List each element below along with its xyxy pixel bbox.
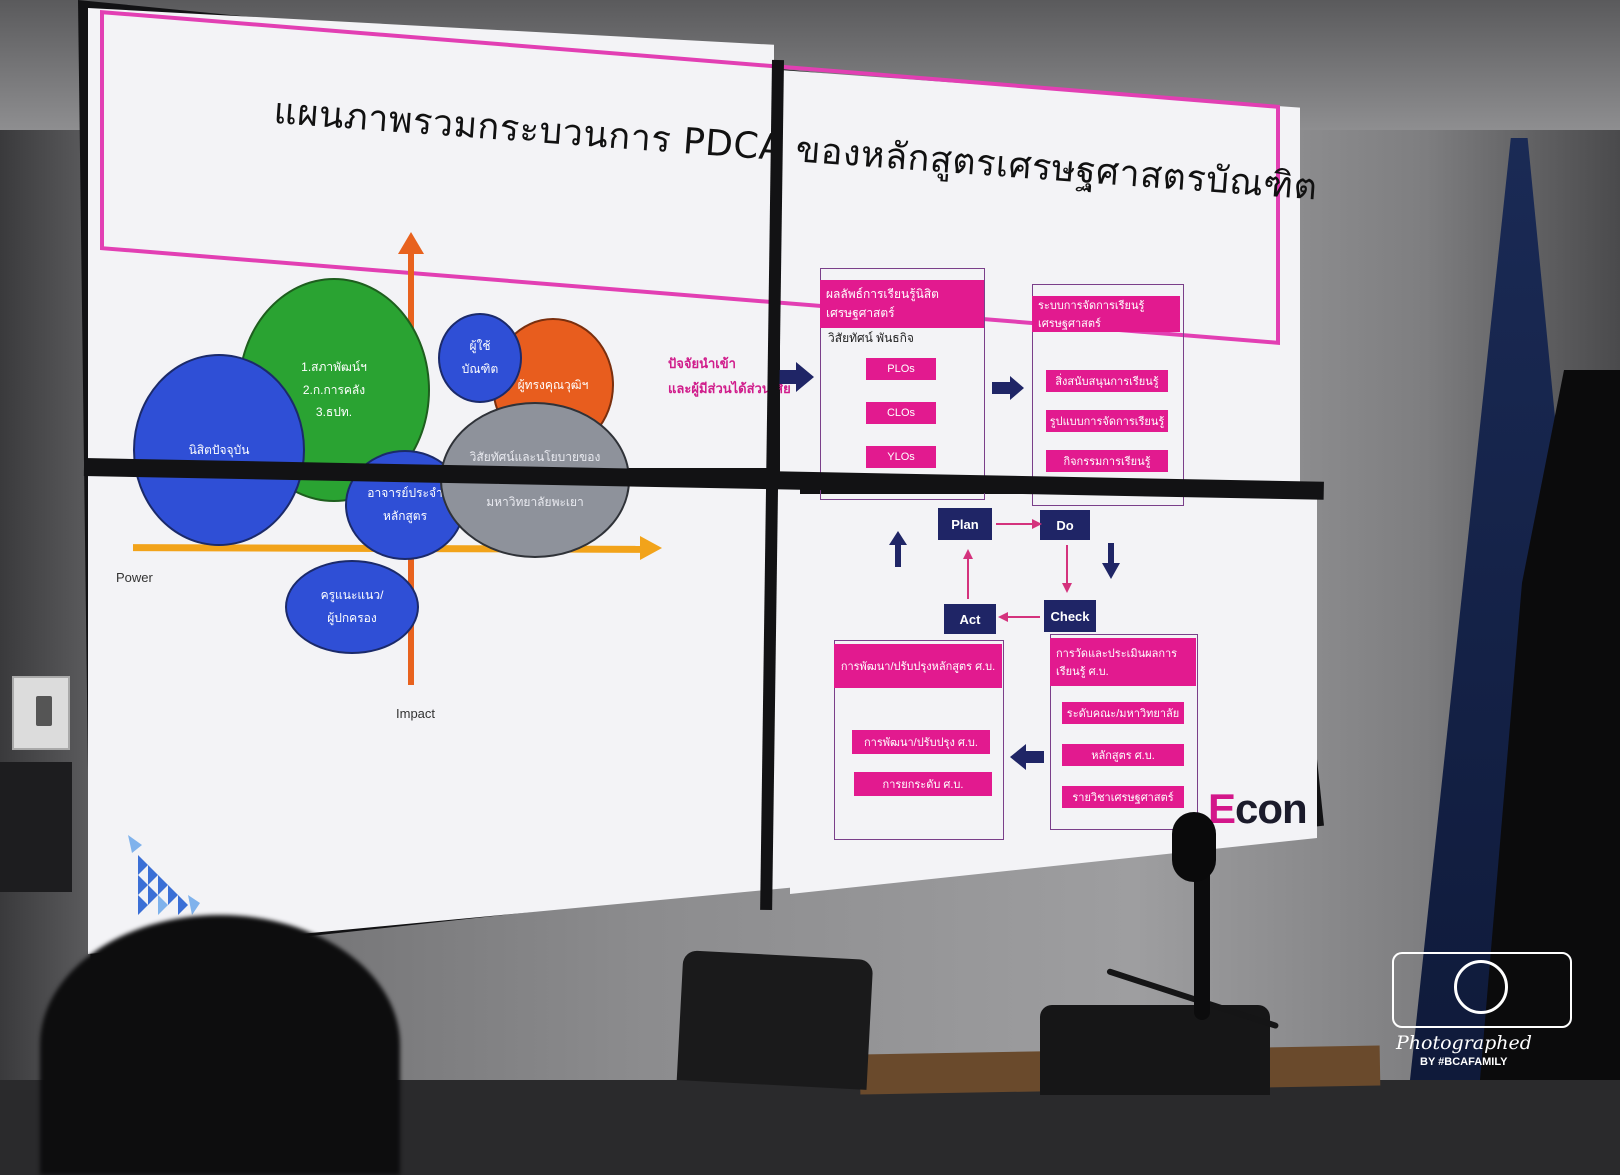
assess-box (1050, 634, 1198, 830)
do-to-check-arrow-icon (1062, 583, 1072, 593)
assess-header: การวัดและประเมินผลการเรียนรู้ ศ.บ. (1050, 638, 1196, 686)
learning-box (1032, 284, 1184, 506)
check-to-act-arrow-icon (998, 612, 1008, 622)
outcomes-subheader: วิสัยทัศน์ พันธกิจ (828, 331, 914, 345)
improve-header: การพัฒนา/ปรับปรุงหลักสูตร ศ.บ. (834, 644, 1002, 688)
panel-bottom-left (88, 474, 800, 954)
cycle-check: Check (1044, 600, 1096, 632)
wall-switch (12, 676, 70, 750)
chip-improve: การพัฒนา/ปรับปรุง ศ.บ. (852, 730, 990, 754)
impact-axis-label: Impact (396, 706, 436, 721)
outcomes-header: ผลลัพธ์การเรียนรู้นิสิตเศรษฐศาสตร์ (820, 280, 984, 328)
chip-clos: CLOs (866, 402, 936, 424)
microphone-head (1172, 812, 1216, 882)
input-arrow-icon (772, 362, 814, 392)
cycle-do: Do (1040, 510, 1090, 540)
plan-to-do-arrow-icon (1032, 519, 1042, 529)
chip-plos: PLOs (866, 358, 936, 380)
chip-faculty-level: ระดับคณะ/มหาวิทยาลัย (1062, 702, 1184, 724)
wall-box (0, 762, 72, 892)
down-arrow-icon (1102, 543, 1120, 579)
cycle-plan: Plan (938, 508, 992, 540)
input-label-1: ปัจจัยนำเข้า (668, 356, 736, 371)
switch-toggle (36, 696, 52, 726)
bubble-advisors-label-1: ครูแนะแนว/ (320, 588, 384, 603)
watermark-line2: BY #BCAFAMILY (1420, 1056, 1508, 1068)
video-wall: แผนภาพรวมกระบวนการ PDCA ของหลักสูตรเศรษฐ… (78, 0, 1324, 960)
chip-courses: รายวิชาเศรษฐศาสตร์ (1062, 786, 1184, 808)
bubble-ministries-2: 2.ก.การคลัง (302, 382, 366, 397)
bubble-faculty-label-2: หลักสูตร (382, 509, 428, 523)
input-label: ปัจจัยนำเข้า และผู้มีส่วนได้ส่วนเสีย (668, 352, 791, 401)
outcomes-box (820, 268, 985, 500)
assess-to-improve-arrow-icon (1010, 744, 1044, 770)
input-label-2: และผู้มีส่วนได้ส่วนเสีย (668, 380, 791, 396)
cycle-act: Act (944, 604, 996, 634)
bubble-users: ผู้ใช้ บัณฑิต (438, 313, 522, 403)
camera-icon (1392, 952, 1572, 1028)
bubble-students: นิสิตปัจจุบัน (133, 354, 305, 546)
bubble-faculty-label-1: อาจารย์ประจำ (367, 486, 443, 501)
econ-logo: Econ (1208, 785, 1308, 833)
panel-bottom-right (790, 494, 1317, 894)
chip-learning-support: สิ่งสนับสนุนการเรียนรู้ (1046, 370, 1168, 392)
bubble-vision-label-1: วิสัยทัศน์และนโยบายของ (469, 449, 601, 464)
outcomes-to-learning-arrow-icon (992, 376, 1024, 400)
impact-axis-arrowhead (398, 232, 424, 254)
chip-learning-activities: กิจกรรมการเรียนรู้ (1046, 450, 1168, 472)
learning-header: ระบบการจัดการเรียนรู้เศรษฐศาสตร์ (1032, 296, 1180, 332)
chip-upgrade: การยกระดับ ศ.บ. (854, 772, 992, 796)
bubble-advisors: ครูแนะแนว/ ผู้ปกครอง (285, 560, 419, 654)
bubble-users-label-2: บัณฑิต (461, 362, 499, 376)
bubble-students-label: นิสิตปัจจุบัน (188, 442, 250, 457)
bubble-advisors-label-2: ผู้ปกครอง (327, 611, 377, 625)
audience-head (40, 915, 400, 1175)
pdca-arrows (889, 519, 1120, 622)
up-arrow-icon (889, 531, 907, 567)
chip-ylos: YLOs (866, 446, 936, 468)
chair-left (676, 950, 874, 1090)
faculty-logo (128, 835, 200, 915)
power-axis-arrowhead (640, 536, 662, 560)
act-to-plan-arrow-icon (963, 549, 973, 559)
bubble-vision-label-3: มหาวิทยาลัยพะเยา (486, 495, 584, 510)
power-axis-label: Power (116, 570, 153, 585)
photographer-watermark: Photographed BY #BCAFAMILY (1384, 942, 1584, 1072)
bubble-users-label-1: ผู้ใช้ (469, 339, 491, 354)
bubble-ministries-3: 3.ธปท. (315, 405, 353, 420)
bubble-ministries-1: 1.สภาพัฒน์ฯ (301, 359, 367, 374)
bubble-experts-label: ผู้ทรงคุณวุฒิฯ (517, 377, 589, 392)
improve-box (834, 640, 1004, 840)
aperture-icon (1454, 960, 1508, 1014)
chair-right (1040, 1005, 1270, 1095)
chip-learning-format: รูปแบบการจัดการเรียนรู้ (1046, 410, 1168, 432)
chip-program: หลักสูตร ศ.บ. (1062, 744, 1184, 766)
watermark-line1: Photographed (1396, 1032, 1532, 1054)
econ-logo-rest: con (1235, 785, 1308, 832)
